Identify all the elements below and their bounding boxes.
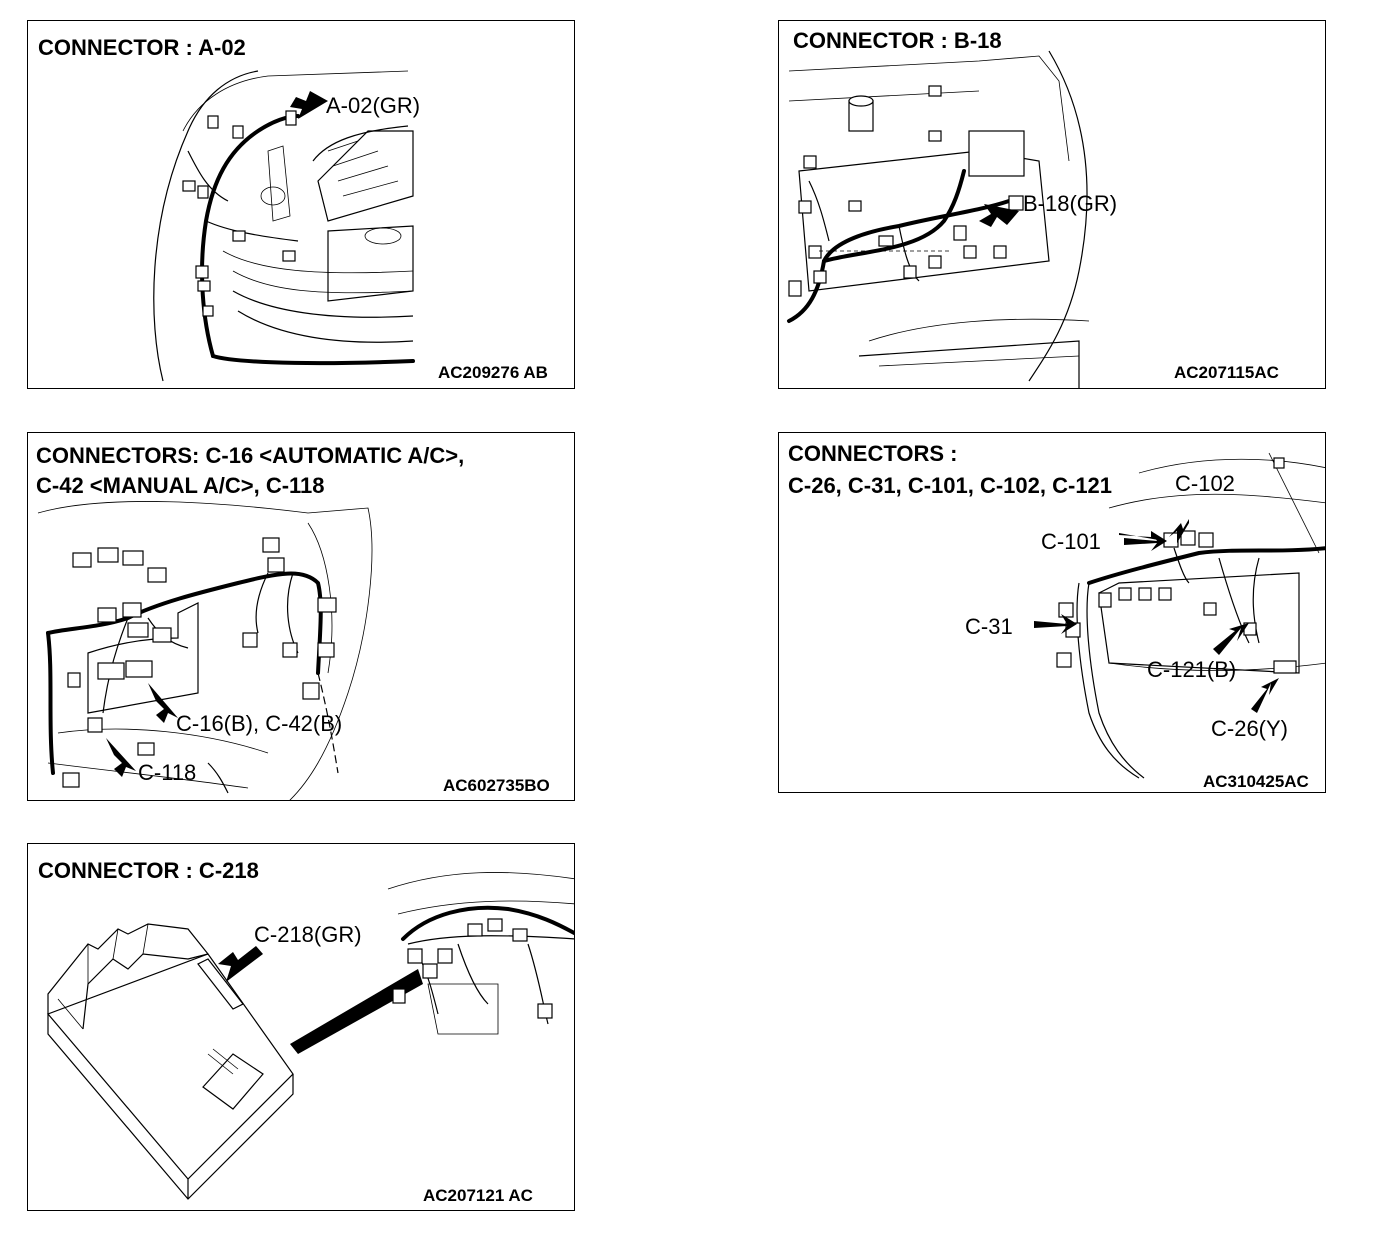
figure-code: AC207121 AC xyxy=(423,1186,533,1205)
callout-c118: C-118 xyxy=(138,760,197,785)
figure-code: AC602735BO xyxy=(443,776,550,795)
figure-code: AC207115AC xyxy=(1174,363,1279,382)
engine-bay-illustration xyxy=(787,50,1090,388)
callout-c101: C-101 xyxy=(1041,529,1101,554)
panel-connector-a02: CONNECTOR : A-02 A-02(GR) AC209276 AB xyxy=(27,20,575,389)
panel-title: CONNECTOR : A-02 xyxy=(38,35,246,60)
panel-title: CONNECTOR : B-18 xyxy=(793,28,1002,53)
engine-bay-illustration xyxy=(153,70,415,382)
instrument-panel-illustration xyxy=(37,501,373,800)
panel-title-line-1: CONNECTORS: C-16 <AUTOMATIC A/C>, xyxy=(36,443,465,468)
callout-b18: B-18(GR) xyxy=(1023,191,1118,216)
callout-c218: C-218(GR) xyxy=(254,922,362,947)
dashboard-harness-illustration xyxy=(1034,452,1325,779)
panel-title-line-1: CONNECTORS : xyxy=(788,441,958,466)
panel-connectors-c16-c42-c118: CONNECTORS: C-16 <AUTOMATIC A/C>, C-42 <… xyxy=(27,432,575,801)
panel-connector-b18: CONNECTOR : B-18 B-18(GR) AC207115AC xyxy=(778,20,1326,389)
callout-a02: A-02(GR) xyxy=(326,93,421,118)
callout-c16-c42: C-16(B), C-42(B) xyxy=(176,711,343,736)
callout-c26: C-26(Y) xyxy=(1211,716,1289,741)
panel-title: CONNECTOR : C-218 xyxy=(38,858,259,883)
panel-title-line-2: C-26, C-31, C-101, C-102, C-121 xyxy=(788,473,1113,498)
figure-code: AC310425AC xyxy=(1203,772,1309,791)
panel-title-line-2: C-42 <MANUAL A/C>, C-118 xyxy=(36,473,325,498)
panel-connector-c218: CONNECTOR : C-218 C-218(GR) AC207121 AC xyxy=(27,843,575,1211)
callout-c102: C-102 xyxy=(1175,471,1235,496)
callout-c31: C-31 xyxy=(965,614,1013,639)
control-unit-illustration xyxy=(46,872,574,1200)
callout-c121: C-121(B) xyxy=(1147,657,1237,682)
panel-connectors-c26-c31-c101-c102-c121: CONNECTORS : C-26, C-31, C-101, C-102, C… xyxy=(778,432,1326,793)
figure-code: AC209276 AB xyxy=(438,363,548,382)
